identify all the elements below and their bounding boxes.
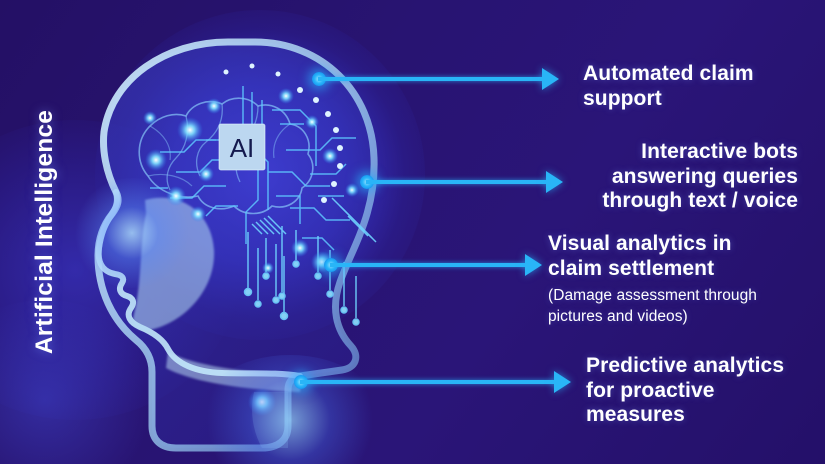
callout-headline-line: Interactive bots <box>641 140 798 163</box>
callout-visual-analytics: Visual analytics in claim settlement (Da… <box>548 232 810 328</box>
callout-headline-line: Visual analytics in <box>548 232 732 255</box>
callout-headline: Visual analytics in claim settlement <box>548 232 810 281</box>
callout-headline: Automated claim support <box>583 62 823 111</box>
callout-headline: Predictive analytics for proactive measu… <box>586 354 821 428</box>
callout-interactive-bots: Interactive bots answering queries throu… <box>560 140 798 214</box>
ai-chip: AI <box>218 123 266 171</box>
circuit-drip-lines <box>243 197 377 326</box>
ai-chip-label: AI <box>230 133 255 163</box>
callout-headline: Interactive bots answering queries throu… <box>560 140 798 214</box>
callout-headline-line: answering queries <box>611 164 798 188</box>
callout-subtext-line: (Damage assessment through <box>548 287 757 305</box>
callout-headline-line: for proactive <box>586 378 715 402</box>
head-silhouette <box>94 38 378 452</box>
callout-automated-claim-support: Automated claim support <box>583 62 823 111</box>
callout-headline-line: through text / voice <box>602 189 798 213</box>
callout-predictive-analytics: Predictive analytics for proactive measu… <box>586 354 821 428</box>
callout-subtext-line: pictures and videos) <box>548 308 688 326</box>
callout-headline-line: Predictive analytics <box>586 354 785 377</box>
callout-headline-line: claim settlement <box>548 256 715 280</box>
callout-headline-line: Automated claim <box>583 62 754 85</box>
callout-headline-line: support <box>583 86 662 110</box>
callout-subtext: (Damage assessment through pictures and … <box>548 286 810 328</box>
callout-headline-line: measures <box>586 403 685 427</box>
